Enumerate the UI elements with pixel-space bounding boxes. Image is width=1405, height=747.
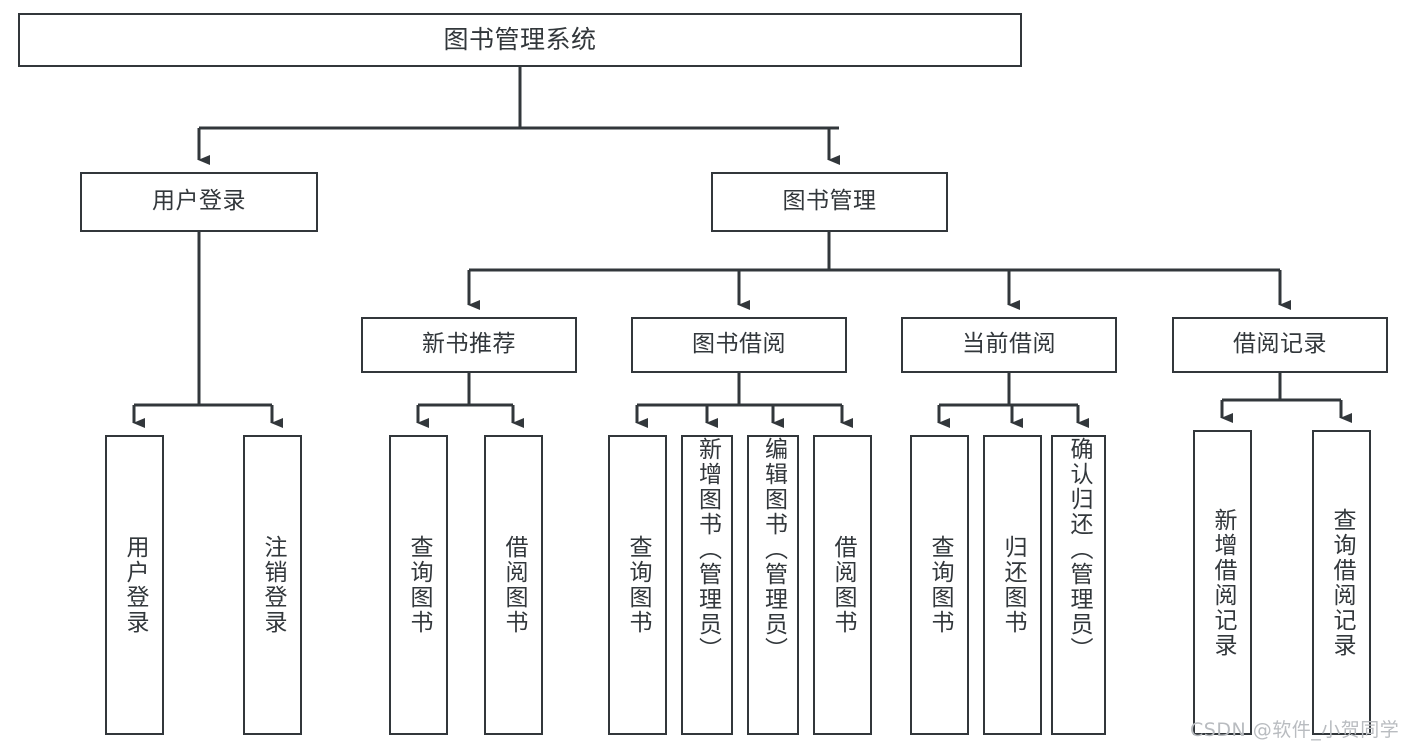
node-leaf-query-book-bor-label: 查询图书 — [625, 535, 651, 635]
node-borrow-record[interactable]: 借阅记录 — [1172, 317, 1388, 373]
node-leaf-add-borrow-record-label: 新增借阅记录 — [1210, 507, 1236, 658]
node-leaf-confirm-return-admin-label: 确认归还（管理员） — [1066, 437, 1092, 662]
node-leaf-query-book-cur[interactable]: 查询图书 — [910, 435, 969, 735]
node-leaf-borrow-book-bor[interactable]: 借阅图书 — [813, 435, 872, 735]
node-leaf-add-borrow-record[interactable]: 新增借阅记录 — [1193, 430, 1252, 735]
node-root[interactable]: 图书管理系统 — [18, 13, 1022, 67]
node-leaf-user-login-label: 用户登录 — [122, 535, 148, 635]
node-leaf-add-book-admin[interactable]: 新增图书（管理员） — [681, 435, 733, 735]
node-book-manage[interactable]: 图书管理 — [711, 172, 948, 232]
node-leaf-edit-book-admin-label: 编辑图书（管理员） — [760, 437, 787, 662]
node-leaf-borrow-book-rec-label: 借阅图书 — [501, 535, 527, 635]
node-leaf-user-login[interactable]: 用户登录 — [105, 435, 164, 735]
node-user-login[interactable]: 用户登录 — [80, 172, 318, 232]
node-leaf-query-borrow-record[interactable]: 查询借阅记录 — [1312, 430, 1371, 735]
node-leaf-query-book-rec[interactable]: 查询图书 — [389, 435, 448, 735]
node-leaf-return-book[interactable]: 归还图书 — [983, 435, 1042, 735]
node-leaf-confirm-return-admin[interactable]: 确认归还（管理员） — [1051, 435, 1106, 735]
node-user-login-label: 用户登录 — [152, 188, 246, 215]
node-leaf-logout-login[interactable]: 注销登录 — [243, 435, 302, 735]
node-leaf-query-book-cur-label: 查询图书 — [927, 535, 953, 635]
node-leaf-return-book-label: 归还图书 — [1000, 535, 1026, 635]
node-leaf-logout-login-label: 注销登录 — [260, 535, 286, 635]
node-leaf-borrow-book-bor-label: 借阅图书 — [830, 535, 856, 635]
node-root-label: 图书管理系统 — [443, 25, 597, 54]
node-leaf-edit-book-admin[interactable]: 编辑图书（管理员） — [747, 435, 799, 735]
node-leaf-query-book-bor[interactable]: 查询图书 — [608, 435, 667, 735]
node-leaf-add-book-admin-label: 新增图书（管理员） — [694, 437, 721, 662]
node-book-manage-label: 图书管理 — [782, 188, 877, 215]
node-leaf-borrow-book-rec[interactable]: 借阅图书 — [484, 435, 543, 735]
node-leaf-query-book-rec-label: 查询图书 — [406, 535, 432, 635]
node-new-book-recommend[interactable]: 新书推荐 — [361, 317, 577, 373]
node-book-borrow-label: 图书借阅 — [692, 331, 786, 358]
node-borrow-record-label: 借阅记录 — [1233, 331, 1327, 358]
node-current-borrow[interactable]: 当前借阅 — [901, 317, 1117, 373]
node-current-borrow-label: 当前借阅 — [962, 331, 1056, 358]
node-new-book-recommend-label: 新书推荐 — [422, 331, 516, 358]
node-book-borrow[interactable]: 图书借阅 — [631, 317, 847, 373]
node-leaf-query-borrow-record-label: 查询借阅记录 — [1329, 507, 1355, 658]
